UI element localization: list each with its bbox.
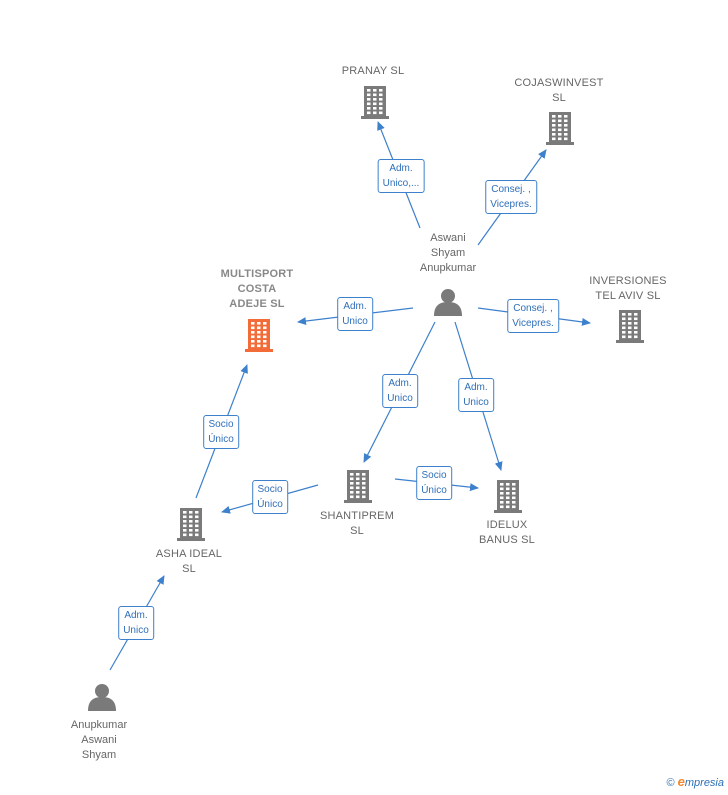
edge-label: Adm. Unico,...	[377, 159, 425, 193]
node-label-anupkumar[interactable]: Anupkumar Aswani Shyam	[70, 719, 128, 761]
building-icon[interactable]	[494, 480, 522, 513]
person-icon	[88, 684, 116, 711]
brand-initial: e	[677, 774, 685, 789]
node-label-multisport[interactable]: MULTISPORT COSTA ADEJE SL	[220, 268, 294, 310]
edge-label: Adm. Unico	[337, 297, 373, 331]
node-label-shantiprem[interactable]: SHANTIPREM SL	[319, 510, 395, 537]
edge-label: Socio Único	[203, 415, 239, 449]
edge-label: Adm. Unico	[382, 374, 418, 408]
footer-brand: ©empresia	[667, 774, 724, 789]
edge-label: Socio Único	[252, 480, 288, 514]
building-icon[interactable]	[177, 508, 205, 541]
building-icon[interactable]	[245, 319, 273, 352]
node-label-pranay[interactable]: PRANAY SL	[341, 65, 405, 77]
brand-name: mpresia	[684, 777, 724, 789]
edge-label: Adm. Unico	[118, 606, 154, 640]
building-icon[interactable]	[616, 310, 644, 343]
node-label-idelux[interactable]: IDELUX BANUS SL	[478, 519, 536, 546]
node-label-inversiones[interactable]: INVERSIONES TEL AVIV SL	[589, 275, 667, 302]
edge-label: Consej. , Vicepres.	[507, 299, 559, 333]
copyright-symbol: ©	[666, 777, 675, 789]
edge-label: Consej. , Vicepres.	[485, 180, 537, 214]
edge-label: Socio Único	[416, 466, 452, 500]
node-label-aswani[interactable]: Aswani Shyam Anupkumar	[419, 232, 477, 274]
edge-label: Adm. Unico	[458, 378, 494, 412]
node-label-asha[interactable]: ASHA IDEAL SL	[155, 548, 223, 575]
building-icon[interactable]	[546, 112, 574, 145]
building-icon[interactable]	[344, 470, 372, 503]
person-icon	[434, 289, 462, 316]
node-label-cojaswinvest[interactable]: COJASWINVEST SL	[514, 77, 604, 104]
building-icon[interactable]	[361, 86, 389, 119]
